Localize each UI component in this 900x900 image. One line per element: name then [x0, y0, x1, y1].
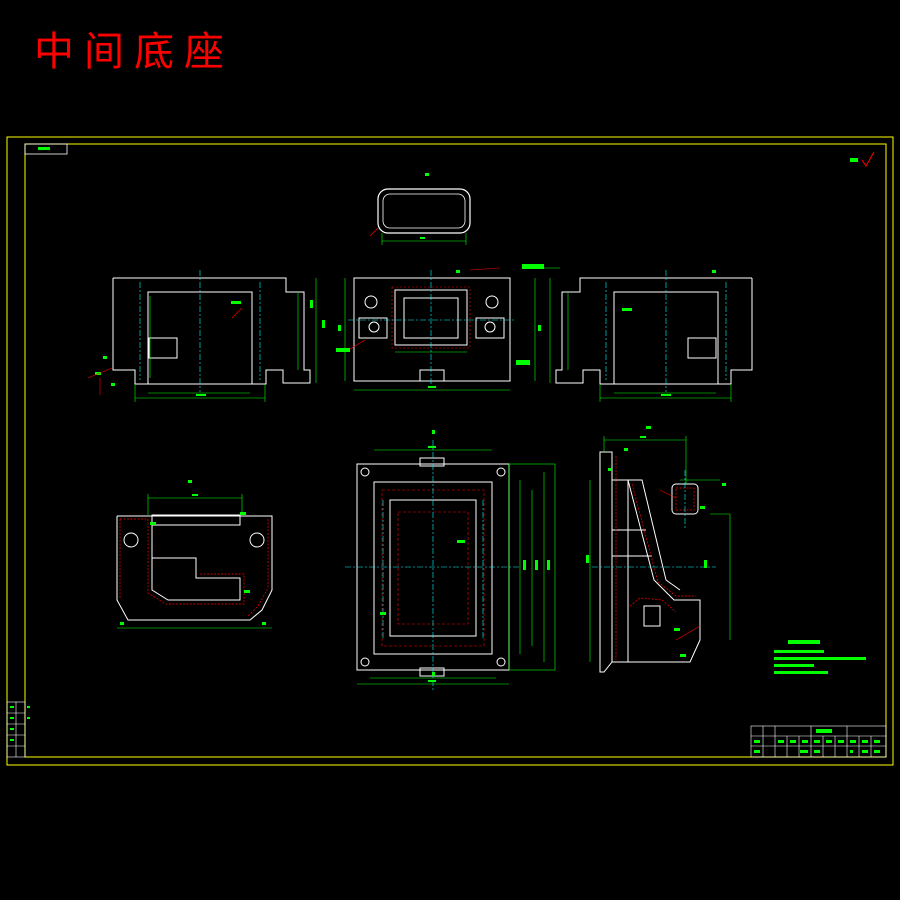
plan-view	[345, 430, 556, 690]
outer-frame	[6, 136, 894, 766]
revision-table	[6, 701, 26, 758]
technical-notes	[774, 640, 866, 674]
inner-frame	[24, 143, 887, 758]
front-view	[336, 264, 560, 391]
corner-label-box	[24, 143, 68, 155]
page-title: 中间底座	[34, 29, 234, 75]
side-section-view	[586, 426, 731, 673]
section-view	[116, 480, 273, 629]
corner-label-mark	[38, 147, 50, 150]
left-view	[87, 270, 325, 402]
top-view	[369, 173, 471, 245]
title-block	[750, 725, 887, 758]
roughness-icon	[850, 151, 875, 167]
right-view	[549, 270, 753, 402]
